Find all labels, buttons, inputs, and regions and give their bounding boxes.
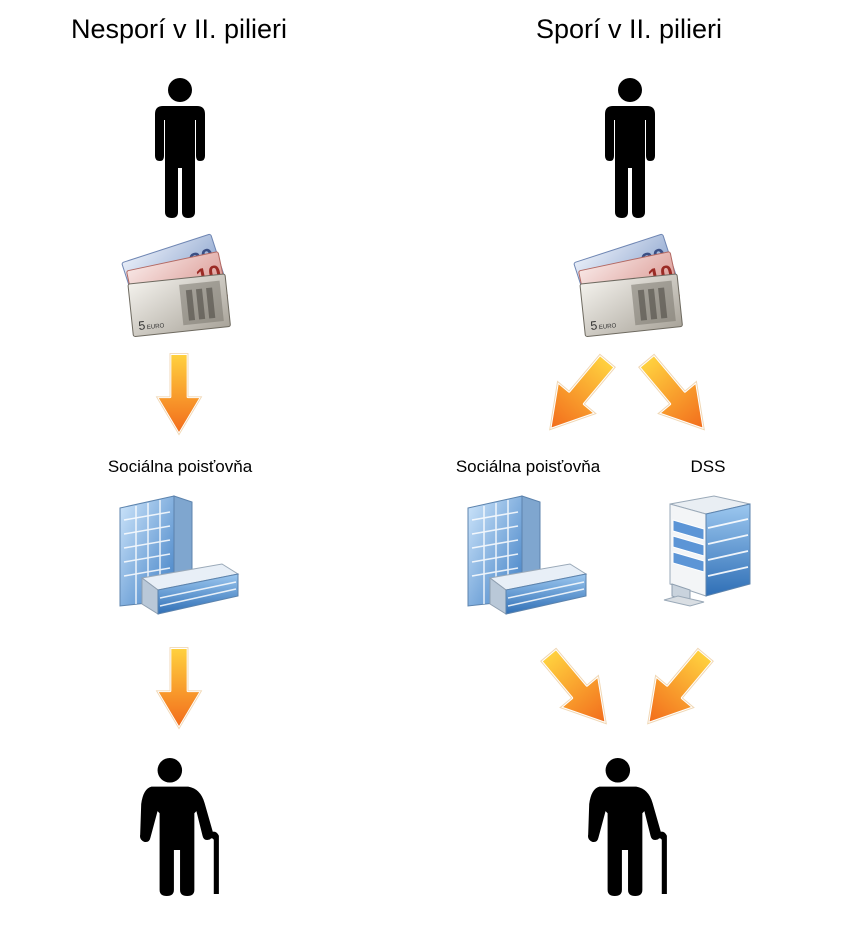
person-icon <box>600 78 660 218</box>
social-insurance-label: Sociálna poisťovňa <box>107 457 253 476</box>
dss-label: DSS <box>690 457 726 476</box>
orange-arrow-icon <box>152 348 206 442</box>
elderly-person-icon <box>110 758 246 896</box>
pension-fund-building-icon <box>660 492 760 612</box>
orange-arrow-icon <box>646 346 706 446</box>
office-building-icon <box>112 488 242 618</box>
elderly-person-icon <box>558 758 694 896</box>
orange-arrow-icon <box>548 640 608 740</box>
euro-banknotes-icon <box>118 232 240 344</box>
orange-arrow-icon <box>152 642 206 736</box>
orange-arrow-icon <box>646 640 706 740</box>
office-building-icon <box>460 488 590 618</box>
right-column-title: Sporí v II. pilieri <box>535 14 723 44</box>
euro-banknotes-icon <box>570 232 692 344</box>
social-insurance-label: Sociálna poisťovňa <box>455 457 601 476</box>
person-icon <box>150 78 210 218</box>
orange-arrow-icon <box>548 346 608 446</box>
left-column-title: Nesporí v II. pilieri <box>70 14 288 44</box>
